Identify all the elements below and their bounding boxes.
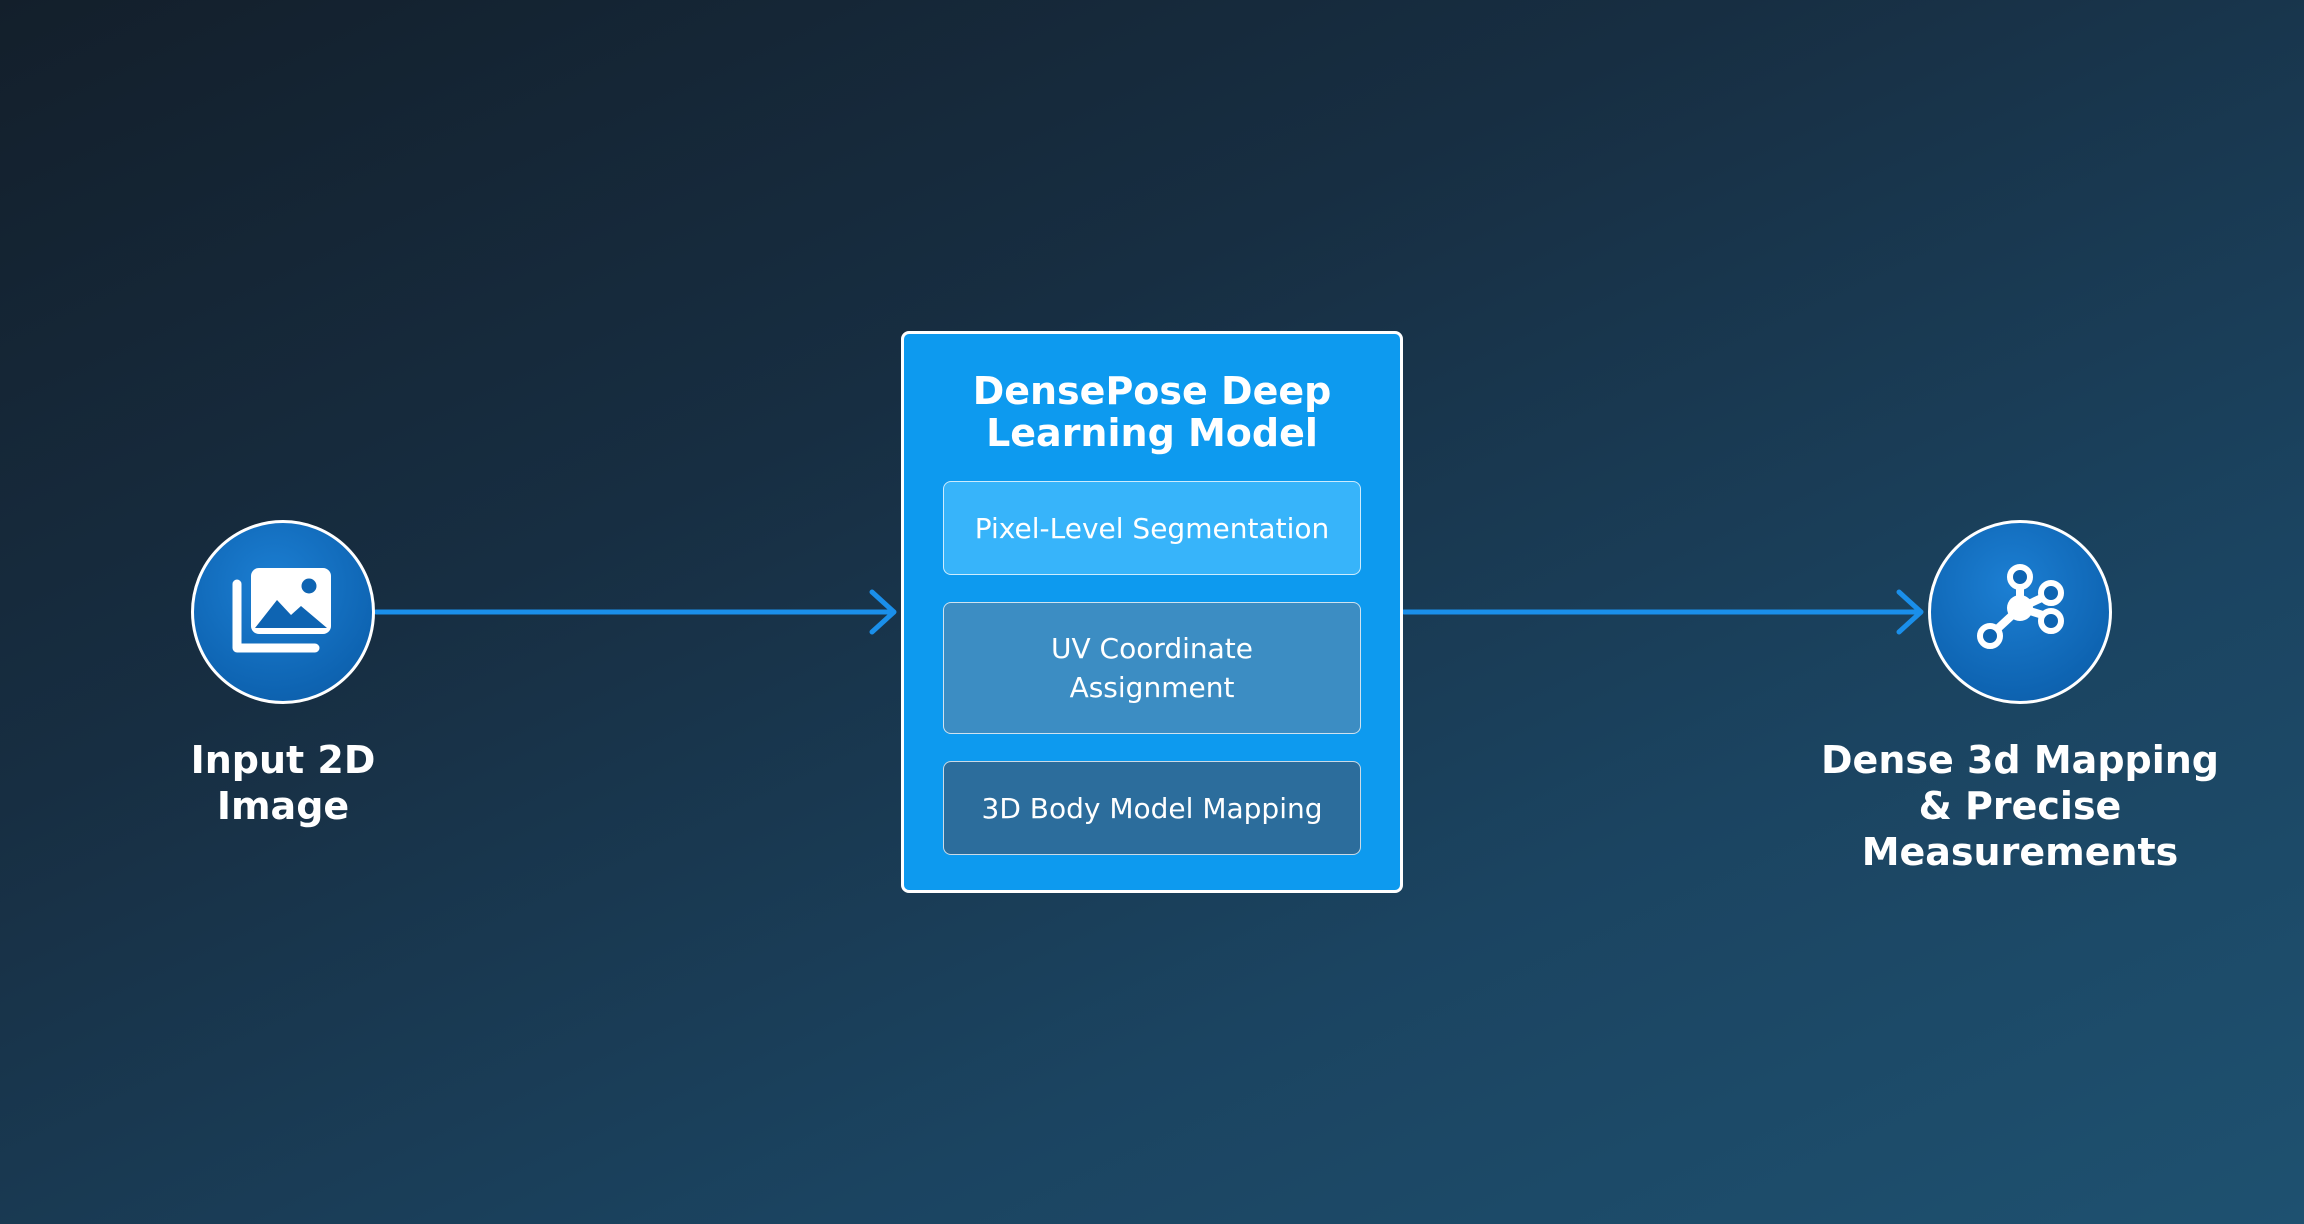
- arrow-input-to-model: [373, 589, 897, 635]
- step-uv-coordinate-assignment: UV Coordinate Assignment: [943, 602, 1361, 734]
- step-pixel-segmentation: Pixel-Level Segmentation: [943, 481, 1361, 575]
- arrow-model-to-output: [1401, 589, 1924, 635]
- step-3d-body-model-mapping: 3D Body Model Mapping: [943, 761, 1361, 855]
- image-gallery-icon: [227, 560, 339, 664]
- output-node: [1928, 520, 2112, 704]
- model-title: DensePose Deep Learning Model: [972, 369, 1332, 455]
- network-nodes-icon: [1970, 560, 2070, 664]
- input-node: [191, 520, 375, 704]
- densepose-model-box: DensePose Deep Learning Model Pixel-Leve…: [901, 331, 1403, 893]
- input-label: Input 2D Image: [190, 738, 376, 828]
- output-label: Dense 3d Mapping & Precise Measurements: [1821, 738, 2219, 874]
